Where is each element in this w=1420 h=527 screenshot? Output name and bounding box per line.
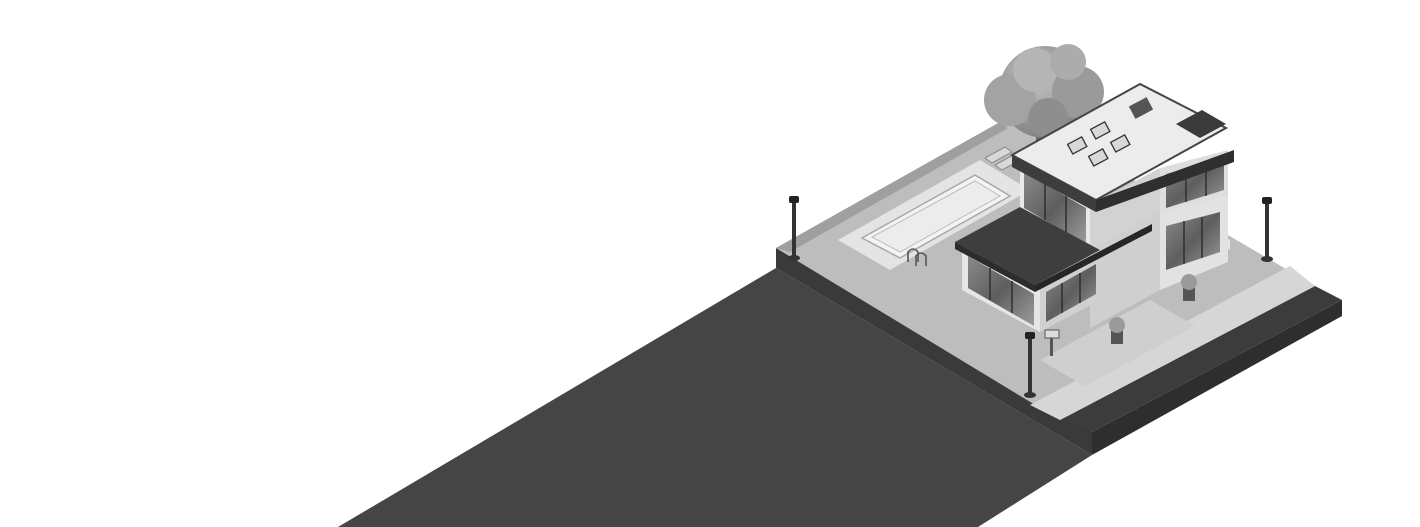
ground-block-roof-edge-right bbox=[1035, 224, 1152, 292]
back-hedge-strip bbox=[776, 122, 1008, 252]
pool-water bbox=[870, 180, 1001, 253]
ground-block-roof-edge bbox=[955, 242, 1035, 292]
roof-skylight bbox=[1128, 97, 1154, 119]
road-surface bbox=[338, 268, 1092, 527]
plot-front-side bbox=[776, 248, 1092, 455]
roof-band-front bbox=[1012, 155, 1096, 212]
ground-block-roof bbox=[955, 207, 1100, 285]
plot-right-side bbox=[1092, 300, 1342, 455]
tree bbox=[984, 44, 1104, 152]
curb-strip bbox=[1060, 286, 1342, 432]
pool-area bbox=[838, 146, 1030, 270]
planter-right bbox=[1181, 274, 1197, 301]
pool-ladder bbox=[907, 248, 927, 266]
upper-window-left bbox=[1024, 172, 1086, 244]
street-lamp-front bbox=[1024, 332, 1036, 398]
road bbox=[338, 268, 1092, 527]
roof-band-right bbox=[1096, 150, 1234, 212]
ground-window-mid bbox=[1046, 264, 1096, 322]
ground-right-windows bbox=[1166, 212, 1220, 270]
ground-window-left bbox=[968, 256, 1034, 326]
street-lamp-left bbox=[788, 196, 800, 261]
mailbox bbox=[1044, 329, 1060, 356]
planter-front bbox=[1109, 317, 1125, 344]
sidewalk bbox=[1030, 266, 1315, 420]
roof-ac-units bbox=[1066, 120, 1131, 167]
house bbox=[955, 82, 1234, 332]
street-lamp-right bbox=[1261, 197, 1273, 262]
roof-overhang-right bbox=[1176, 110, 1226, 138]
house-ground-front-wall bbox=[1090, 212, 1160, 328]
